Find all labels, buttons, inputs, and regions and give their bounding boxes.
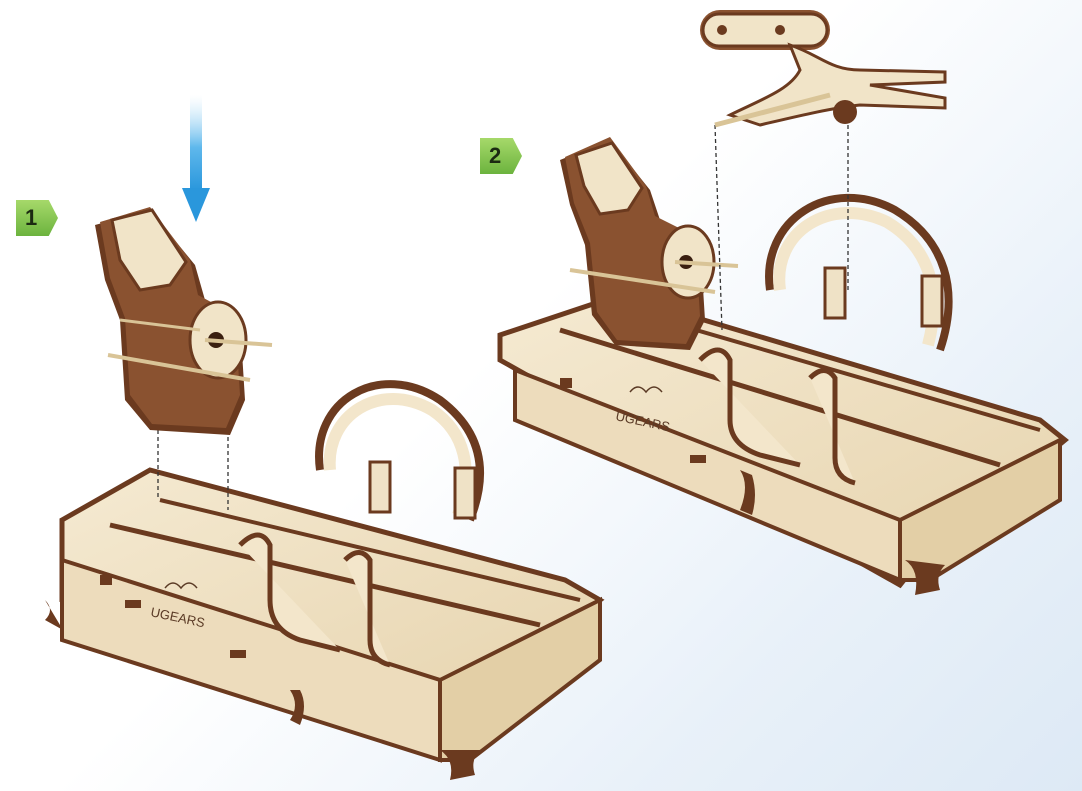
lever-part-step-2 bbox=[700, 10, 945, 125]
step-1-illustration: UGEARS bbox=[45, 95, 600, 780]
step-number: 2 bbox=[489, 143, 501, 168]
step-2-illustration: UGEARS bbox=[500, 10, 1065, 595]
base-frame-step-1: UGEARS bbox=[45, 384, 600, 780]
step-number: 1 bbox=[25, 205, 37, 230]
base-frame-step-2: UGEARS bbox=[500, 198, 1065, 595]
gearbox-module-step-1 bbox=[95, 207, 272, 435]
arrow-down-icon bbox=[182, 95, 210, 222]
guide-line bbox=[715, 125, 722, 330]
